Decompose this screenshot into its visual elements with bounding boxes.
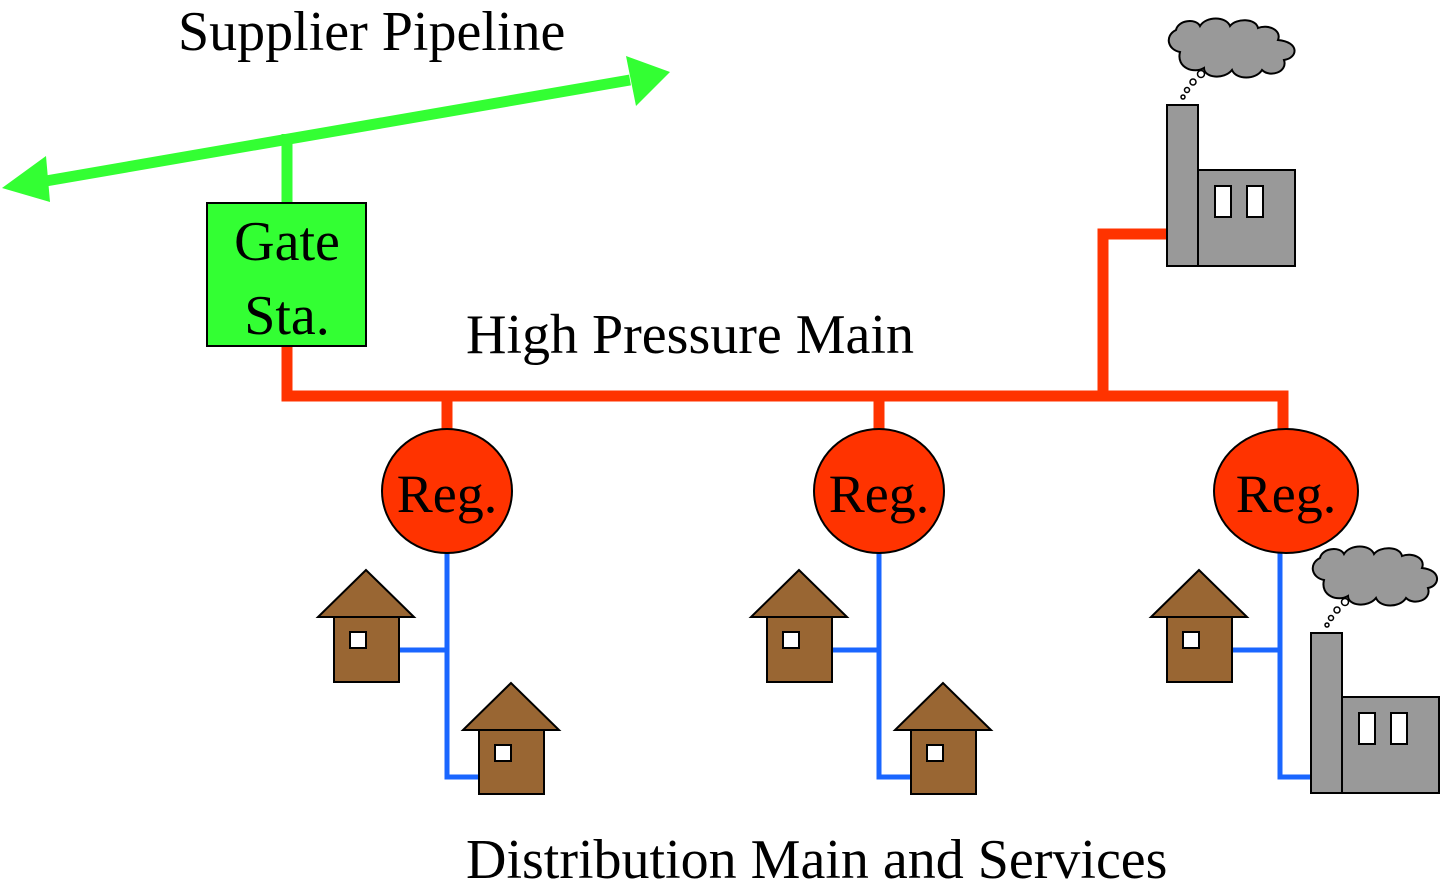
house-icon bbox=[315, 568, 417, 683]
regulator-1: Reg. bbox=[381, 428, 513, 554]
smoke-cloud-icon bbox=[1167, 17, 1296, 79]
smoke-cloud-icon bbox=[1311, 545, 1438, 607]
gate-station-label-line1: Gate bbox=[234, 211, 340, 273]
regulator-1-label: Reg. bbox=[397, 464, 498, 524]
arrow-icon bbox=[626, 56, 670, 106]
regulator-3-label: Reg. bbox=[1236, 464, 1337, 524]
regulator-1-circle bbox=[381, 428, 513, 554]
high-pressure-main-line bbox=[281, 344, 1289, 432]
gate-station: Gate Sta. bbox=[206, 202, 367, 347]
regulator-2-circle bbox=[813, 428, 945, 554]
factory-icon bbox=[1166, 69, 1296, 267]
regulator-3-circle bbox=[1213, 428, 1359, 554]
house-icon bbox=[892, 681, 994, 795]
distribution-main-1 bbox=[444, 552, 480, 780]
gate-station-box bbox=[206, 202, 367, 347]
house-icon bbox=[748, 568, 850, 683]
arrow-icon bbox=[2, 156, 50, 202]
house-icon bbox=[1148, 568, 1250, 683]
regulator-3: Reg. bbox=[1213, 428, 1359, 554]
house-icon bbox=[460, 681, 562, 795]
high-pressure-main bbox=[281, 228, 1289, 432]
supplier-pipeline bbox=[2, 56, 670, 203]
gate-station-label-line2: Sta. bbox=[244, 285, 330, 347]
factory-feed-line bbox=[1097, 228, 1168, 396]
factory-icon bbox=[1310, 597, 1440, 794]
regulator-2: Reg. bbox=[813, 428, 945, 554]
regulator-2-label: Reg. bbox=[829, 464, 930, 524]
high-pressure-main-label: High Pressure Main bbox=[466, 304, 914, 366]
distribution-main-2 bbox=[876, 552, 912, 780]
distribution-label: Distribution Main and Services bbox=[466, 829, 1167, 886]
distribution-mains bbox=[399, 552, 1312, 780]
supplier-pipeline-label: Supplier Pipeline bbox=[178, 1, 565, 63]
supplier-pipeline-line bbox=[39, 74, 631, 188]
distribution-main-3 bbox=[1277, 552, 1312, 780]
